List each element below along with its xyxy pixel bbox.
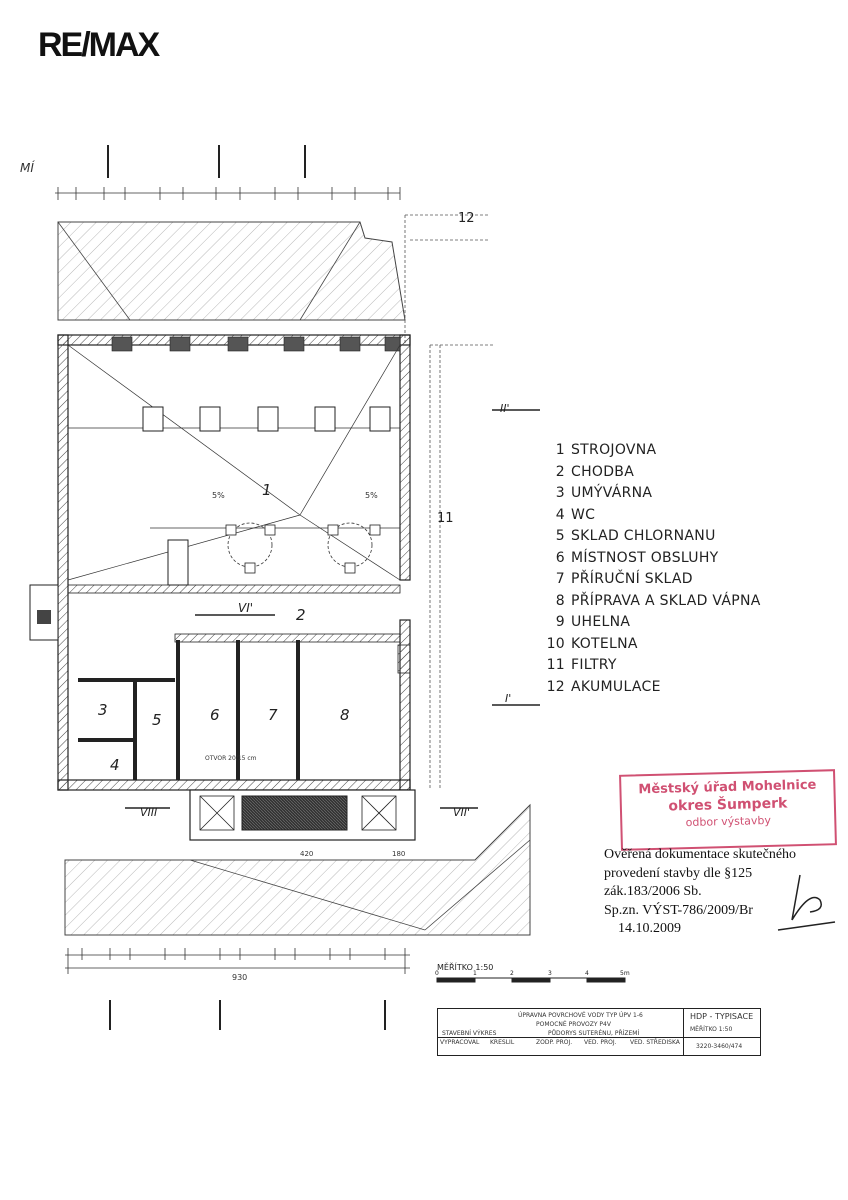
scale-ticks: 0 1 2 3 4 5m — [435, 970, 630, 977]
top-left-marker: MÍ — [20, 160, 35, 175]
roof-area-top — [57, 221, 406, 321]
slope-a: 5% — [212, 491, 225, 500]
dim-420: 420 — [300, 850, 313, 858]
room-4-number: 4 — [110, 756, 120, 774]
tb-company: HDP - TYPISACE — [690, 1012, 754, 1021]
svg-text:2: 2 — [510, 970, 514, 977]
tb-ved-strediska: VED. STŘEDISKA — [630, 1039, 680, 1046]
total-width: 930 — [232, 973, 247, 982]
tb-vypracoval: VYPRACOVAL — [440, 1039, 480, 1046]
room-5-number: 5 — [152, 711, 162, 729]
tb-project: ÚPRAVNA POVRCHOVÉ VODY TYP ÚPV 1-6 — [518, 1012, 643, 1019]
top-dimension-chain — [55, 187, 401, 200]
section-markers-bottom — [109, 1000, 386, 1030]
coal-store — [241, 795, 348, 831]
tb-zodp: ZODP. PROJ. — [536, 1039, 573, 1046]
section-VII-label: VII' — [453, 806, 470, 819]
tb-subtitle: POMOCNÉ PROVOZY P4V — [536, 1021, 611, 1028]
tb-drawing: PŮDORYS SUTERÉNU, PŘÍZEMÍ — [548, 1030, 640, 1037]
machine-room-lines — [67, 344, 401, 581]
corridor-wall-bottom — [174, 633, 401, 643]
section-markers-top — [107, 145, 306, 178]
office-stamp: Městský úřad Mohelnice okres Šumperk odb… — [619, 769, 837, 851]
room-8-corner-box — [397, 644, 411, 674]
bottom-dimension-chain — [65, 948, 410, 974]
svg-text:3: 3 — [548, 970, 552, 977]
section-VIII-label: VIII — [140, 806, 157, 819]
room-7-number: 7 — [268, 706, 278, 724]
svg-text:0: 0 — [435, 970, 439, 977]
section-II-label: II' — [500, 402, 510, 415]
small-rooms — [78, 640, 300, 780]
room-6-number: 6 — [210, 706, 220, 724]
otvor-note: OTVOR 20/15 cm — [205, 755, 257, 762]
outer-walls — [57, 334, 411, 791]
tb-type: STAVEBNÍ VÝKRES — [442, 1030, 497, 1037]
tb-scale: MĚŘÍTKO 1:50 — [690, 1026, 733, 1033]
verification-note: Ověřená dokumentace skutečného provedení… — [604, 847, 797, 936]
shafts — [199, 795, 397, 831]
svg-text:1: 1 — [473, 970, 477, 977]
corridor-wall-top — [67, 584, 401, 594]
scale-label: MĚŘÍTKO 1:50 — [437, 961, 493, 972]
signature-mark — [777, 874, 836, 931]
window-piers — [111, 336, 401, 352]
slope-b: 5% — [365, 491, 378, 500]
room-8-number: 8 — [340, 706, 350, 724]
tank-12-outline — [404, 214, 495, 790]
tank-12-label: 12 — [458, 211, 475, 226]
room-2-number: 2 — [296, 606, 306, 624]
svg-text:4: 4 — [585, 970, 589, 977]
pump-units — [225, 524, 381, 574]
room-1-number: 1 — [262, 481, 272, 499]
room-numbers-small: 3 4 5 6 7 8 — [98, 701, 350, 774]
tb-ved-proj: VED. PROJ. — [584, 1039, 617, 1046]
filter-11-label: 11 — [437, 511, 454, 526]
section-VI-label: VI' — [238, 601, 253, 615]
roof-area-bottom — [64, 803, 531, 936]
pumps — [227, 522, 373, 568]
tb-kreslil: KRESLIL — [490, 1039, 515, 1046]
title-block: ÚPRAVNA POVRCHOVÉ VODY TYP ÚPV 1-6 POMOC… — [437, 1008, 761, 1056]
equipment — [142, 406, 391, 586]
room-3-number: 3 — [98, 701, 108, 719]
remax-logo: RE/MAX — [38, 26, 160, 64]
svg-text:5m: 5m — [620, 970, 630, 977]
section-I-label: I' — [505, 692, 511, 705]
tb-number: 3220-3460/474 — [696, 1043, 743, 1050]
scale-bar — [436, 977, 626, 983]
dim-180: 180 — [392, 850, 405, 858]
